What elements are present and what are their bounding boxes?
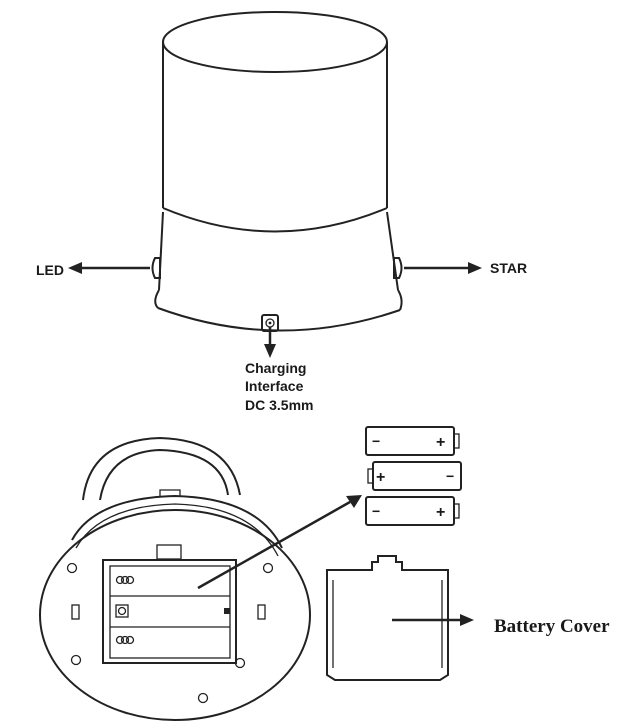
led-label: LED [36, 262, 64, 278]
screw-holes [66, 562, 274, 704]
battery-3-right-terminal: + [436, 504, 445, 521]
flat-contact [115, 604, 129, 618]
charging-label-line3: DC 3.5mm [245, 397, 313, 413]
side-slot [71, 604, 80, 620]
screw-hole [66, 562, 78, 574]
batteries: − + + − − + [365, 426, 462, 526]
projector-dome [162, 11, 388, 233]
projector-bottom-view [39, 436, 311, 721]
battery-cover-label: Battery Cover [494, 616, 610, 637]
battery-2-left-terminal: + [376, 469, 385, 486]
projector-base [154, 211, 403, 332]
compartment-tab [156, 544, 182, 560]
spring-contact [115, 635, 135, 645]
battery-1: − + [365, 426, 460, 456]
charging-label-line1: Charging [245, 360, 306, 376]
battery-3: − + [365, 496, 460, 526]
base-body [39, 494, 311, 721]
charging-label-line2: Interface [245, 378, 304, 394]
star-button[interactable] [393, 257, 403, 279]
projector-front-view [151, 11, 403, 332]
battery-1-right-terminal: + [436, 434, 445, 451]
battery-3-left-terminal: − [372, 503, 380, 519]
battery-2: + − [367, 461, 462, 491]
terminal [224, 608, 230, 614]
star-label: STAR [490, 260, 527, 276]
charging-callout: Charging Interface DC 3.5mm [245, 327, 313, 413]
side-slot [257, 604, 266, 620]
screw-hole [70, 654, 82, 666]
screw-hole [197, 692, 209, 704]
battery-cover-callout: Battery Cover [392, 614, 610, 637]
spring-contact [115, 575, 135, 585]
led-button[interactable] [151, 257, 161, 279]
compartment-to-batteries-arrow [197, 495, 362, 590]
screw-hole [262, 562, 274, 574]
projector-dome-back [82, 436, 241, 501]
battery-compartment [102, 559, 237, 664]
led-callout: LED [36, 262, 150, 278]
battery-cover[interactable] [326, 555, 449, 681]
battery-2-right-terminal: − [446, 468, 454, 484]
star-callout: STAR [404, 260, 527, 276]
battery-1-left-terminal: − [372, 433, 380, 449]
